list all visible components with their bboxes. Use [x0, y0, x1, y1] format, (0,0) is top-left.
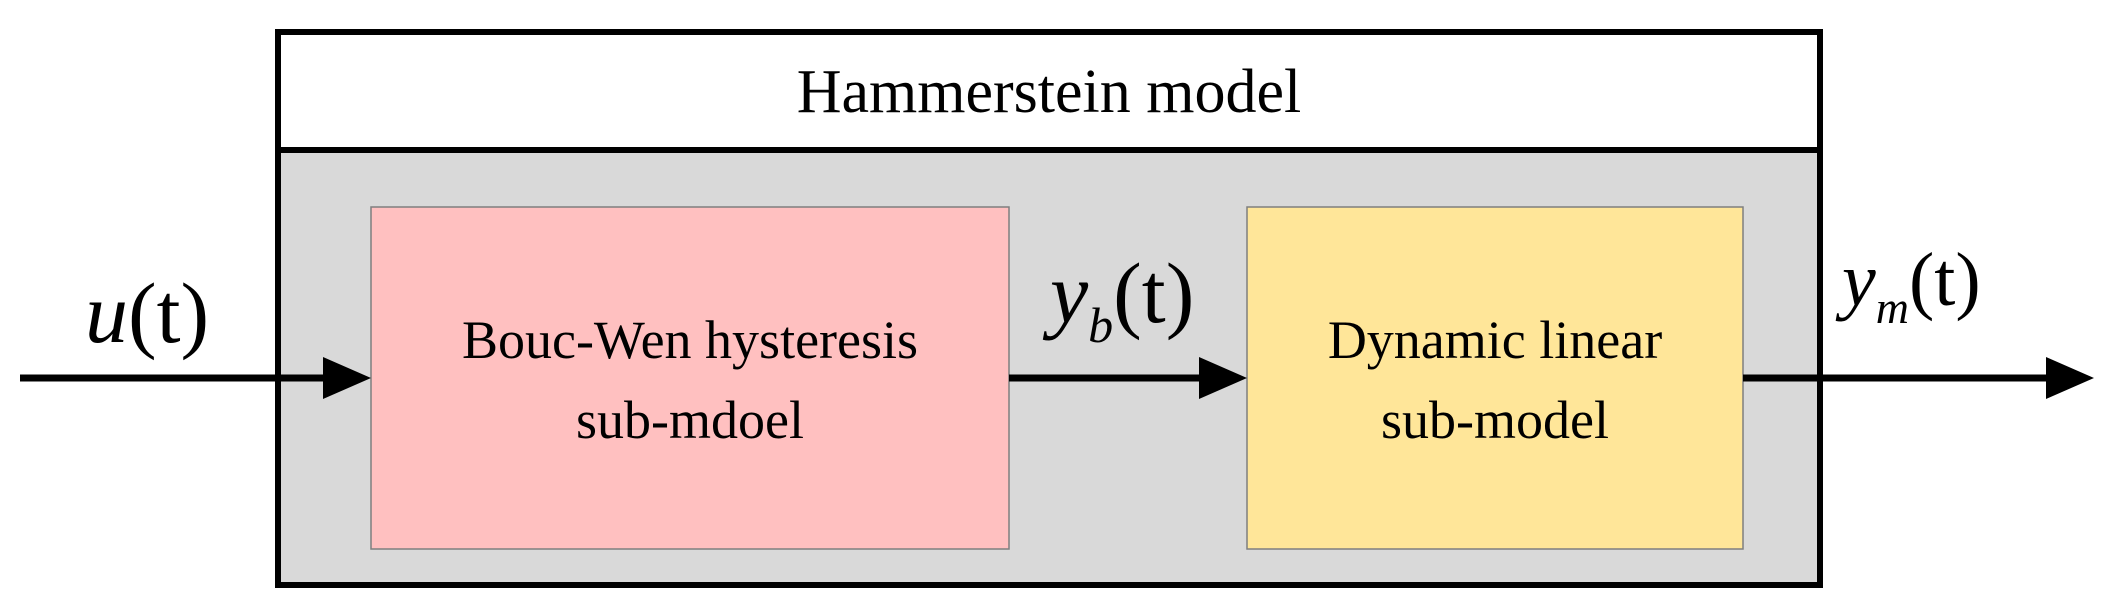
bouc-wen-label-line1: Bouc-Wen hysteresis: [462, 310, 918, 370]
input-signal-symbol: u: [85, 265, 128, 361]
hammerstein-title: Hammerstein model: [797, 58, 1301, 126]
output-signal-arg: (t): [1909, 238, 1981, 322]
hammerstein-header: [278, 32, 1820, 150]
bouc-wen-label-line2: sub-mdoel: [576, 390, 804, 450]
dynamic-linear-label-line1: Dynamic linear: [1328, 310, 1662, 370]
output-signal-subscript: m: [1876, 282, 1909, 333]
input-signal-label: u(t): [85, 265, 209, 361]
bouc-wen-block: [370, 206, 1010, 550]
intermediate-signal-subscript: b: [1088, 297, 1113, 353]
hammerstein-border: [275, 29, 1823, 588]
output-signal-symbol: y: [1835, 238, 1876, 322]
intermediate-arrowhead: [1199, 357, 1247, 399]
dynamic-linear-label-line2: sub-model: [1381, 390, 1609, 450]
output-arrowhead: [2046, 357, 2094, 399]
input-signal-arg: (t): [128, 265, 209, 361]
input-arrowhead: [323, 357, 371, 399]
output-signal-label: ym(t): [1835, 238, 1981, 333]
intermediate-signal-symbol: y: [1042, 245, 1089, 341]
intermediate-signal-label: yb(t): [1042, 245, 1194, 353]
intermediate-signal-arg: (t): [1113, 245, 1194, 341]
dynamic-linear-block: [1246, 206, 1744, 550]
